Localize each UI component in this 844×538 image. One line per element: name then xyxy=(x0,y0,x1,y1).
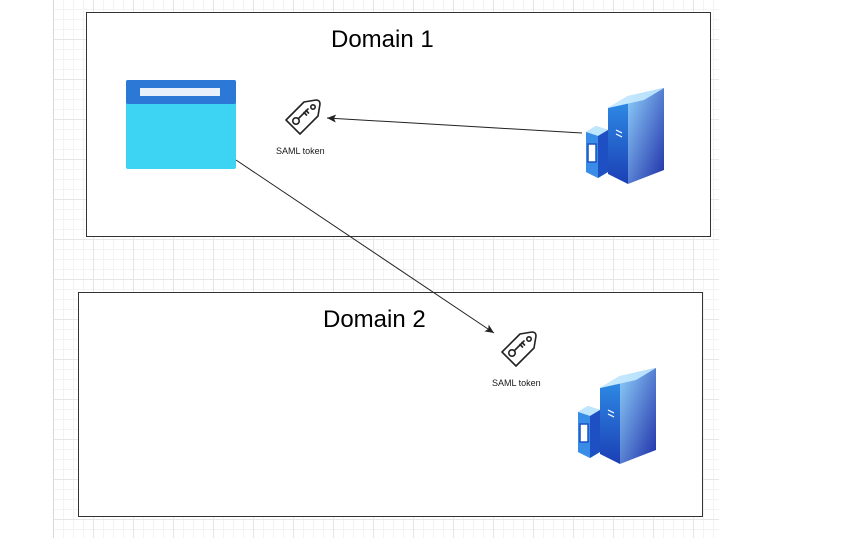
saml-token-1-icon[interactable] xyxy=(282,96,324,136)
browser-window-icon[interactable] xyxy=(126,80,236,169)
server-2-icon[interactable] xyxy=(576,368,658,466)
canvas-margin-left xyxy=(0,0,53,538)
domain-2-container[interactable] xyxy=(78,292,703,517)
domain-2-title: Domain 2 xyxy=(323,306,426,333)
canvas-margin-right xyxy=(719,0,844,538)
domain-1-title: Domain 1 xyxy=(331,26,434,53)
connector-browser-to-token-2[interactable] xyxy=(235,159,495,334)
saml-token-1-label: SAML token xyxy=(276,146,325,156)
saml-token-2-label: SAML token xyxy=(492,378,541,388)
saml-token-2-icon[interactable] xyxy=(498,328,540,368)
connector-server-to-token-1[interactable] xyxy=(326,114,583,134)
server-1-icon[interactable] xyxy=(584,88,666,186)
